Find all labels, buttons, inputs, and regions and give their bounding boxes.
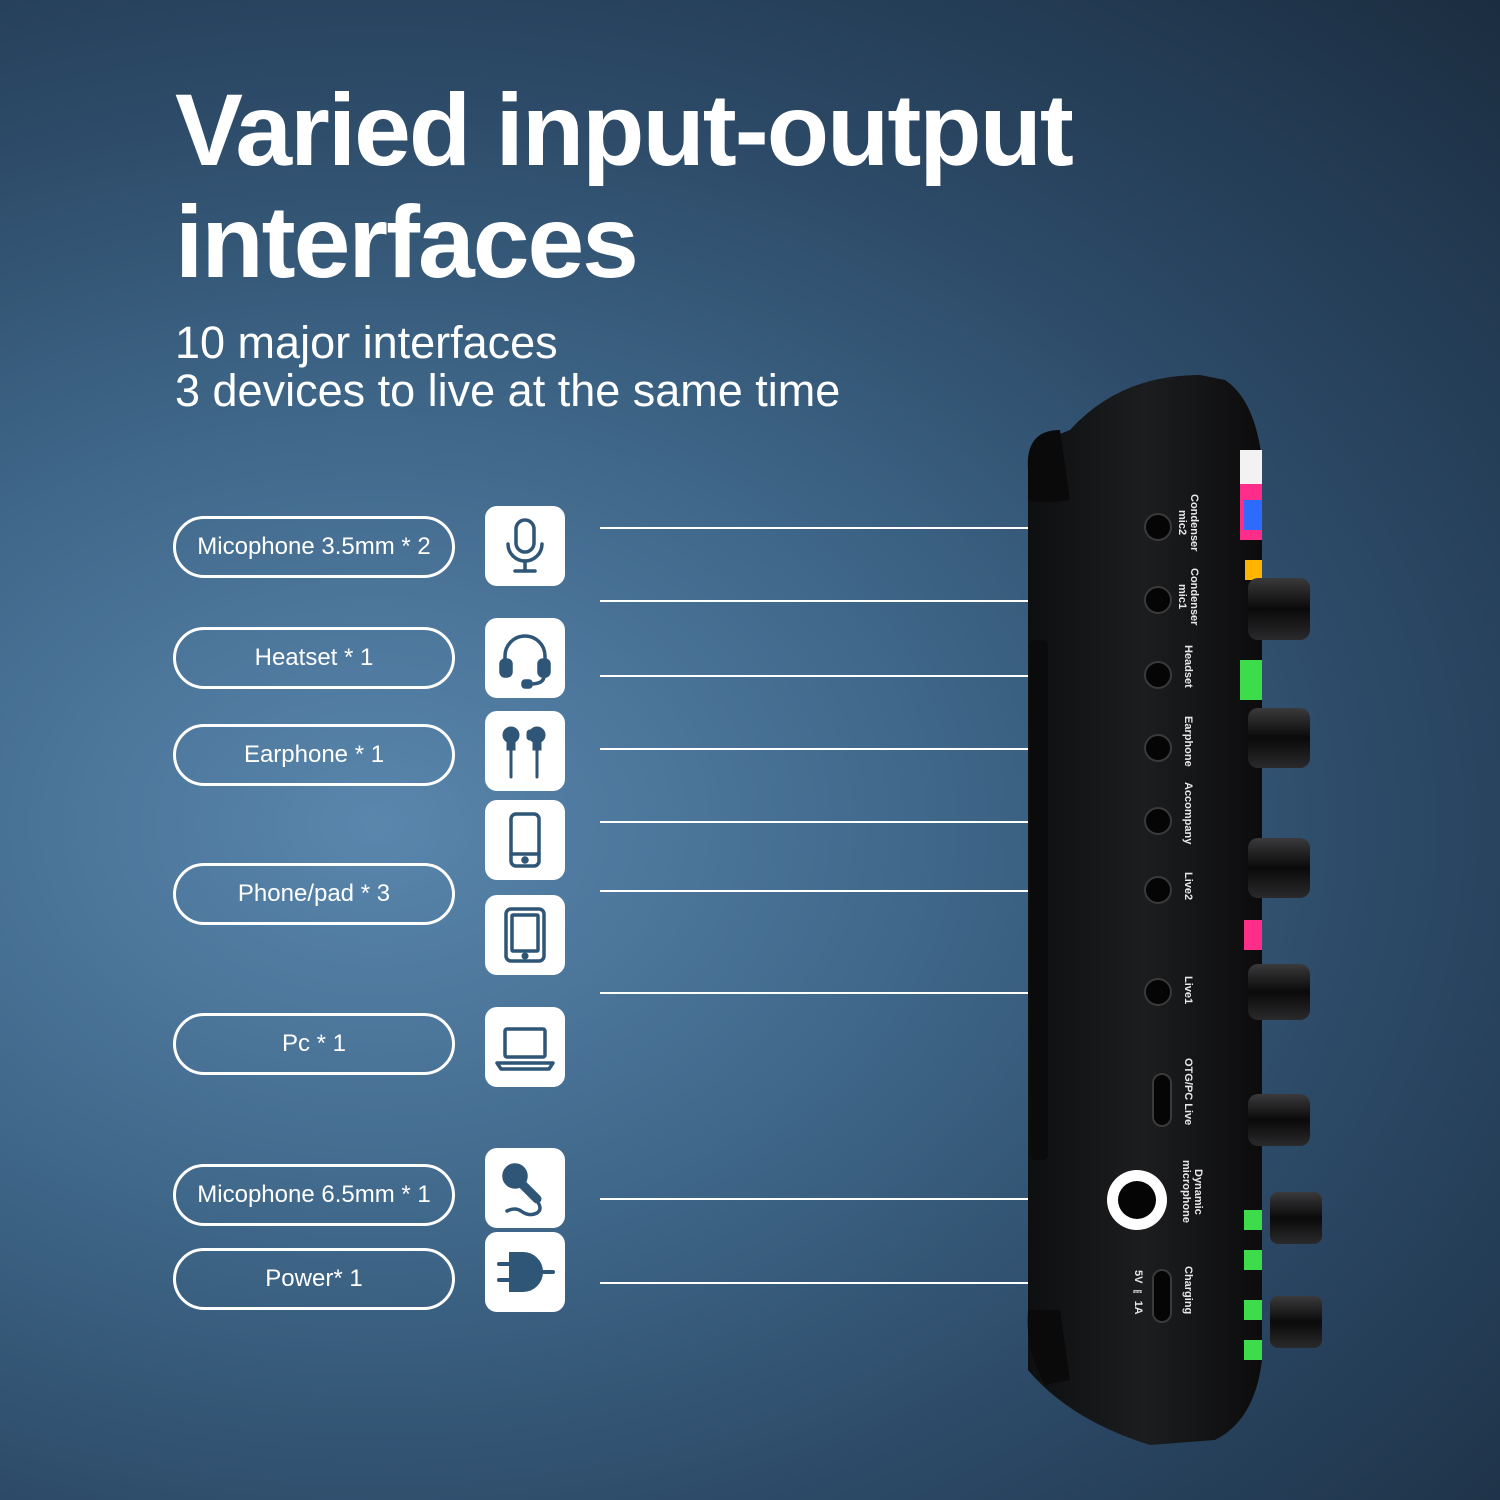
port-label-condenser-mic1: Condenser mic1 [1176, 568, 1200, 626]
interface-pill-headset: Heatset * 1 [173, 627, 455, 689]
port-label-headset: Headset [1182, 645, 1194, 688]
laptop-icon [495, 1027, 555, 1071]
power-plug-icon [497, 1252, 555, 1292]
page-title: Varied input-output interfaces [175, 74, 1175, 298]
port-label-live2: Live2 [1182, 872, 1194, 901]
port-label-dynamic-microphone: Dynamic microphone [1180, 1160, 1204, 1223]
tile-power-plug [485, 1232, 565, 1312]
tile-earphone [485, 711, 565, 791]
phone-icon [509, 812, 541, 868]
port-label-live1: Live1 [1182, 976, 1194, 1005]
connector-line-condenser-mic1 [600, 600, 1128, 602]
interface-pill-earphone: Earphone * 1 [173, 724, 455, 786]
interface-pill-mic-35: Micophone 3.5mm * 2 [173, 516, 455, 578]
connector-line-live1 [600, 992, 1128, 994]
interface-pill-mic-65: Micophone 6.5mm * 1 [173, 1164, 455, 1226]
interface-pill-pc: Pc * 1 [173, 1013, 455, 1075]
tile-tablet [485, 895, 565, 975]
connector-line-condenser-mic2 [600, 527, 1128, 529]
port-label-condenser-mic2: Condenser mic2 [1176, 494, 1200, 552]
earphone-icon [502, 726, 546, 779]
connector-line-headset [600, 675, 1128, 677]
tile-headset [485, 618, 565, 698]
subtitle-line-2: 3 devices to live at the same time [175, 365, 841, 416]
port-label-power-rating: 5V ⎓ 1A [1132, 1270, 1144, 1315]
tile-handheld-microphone [485, 1148, 565, 1228]
tablet-icon [504, 907, 546, 963]
port-label-otg-pc-live: OTG/PC Live [1182, 1058, 1194, 1126]
port-label-charging: Charging [1182, 1266, 1194, 1315]
interface-pill-phone-pad: Phone/pad * 3 [173, 863, 455, 925]
title-line-2: interfaces [175, 185, 639, 299]
interface-pill-power: Power* 1 [173, 1248, 455, 1310]
connector-line-live2 [600, 890, 1128, 892]
tile-phone [485, 800, 565, 880]
port-label-earphone: Earphone [1182, 716, 1194, 767]
subtitle-line-1: 10 major interfaces [175, 317, 558, 368]
port-label-accompany: Accompany [1182, 782, 1194, 845]
title-line-1: Varied input-output [175, 73, 1074, 187]
connector-line-accompany [600, 821, 1128, 823]
connector-line-dynamic-mic [600, 1198, 1110, 1200]
headset-icon [499, 634, 551, 689]
connector-line-charging [600, 1282, 1128, 1284]
tile-laptop [485, 1007, 565, 1087]
microphone-icon [506, 518, 544, 573]
tile-microphone [485, 506, 565, 586]
handheld-microphone-icon [502, 1163, 542, 1217]
connector-line-earphone [600, 748, 1128, 750]
